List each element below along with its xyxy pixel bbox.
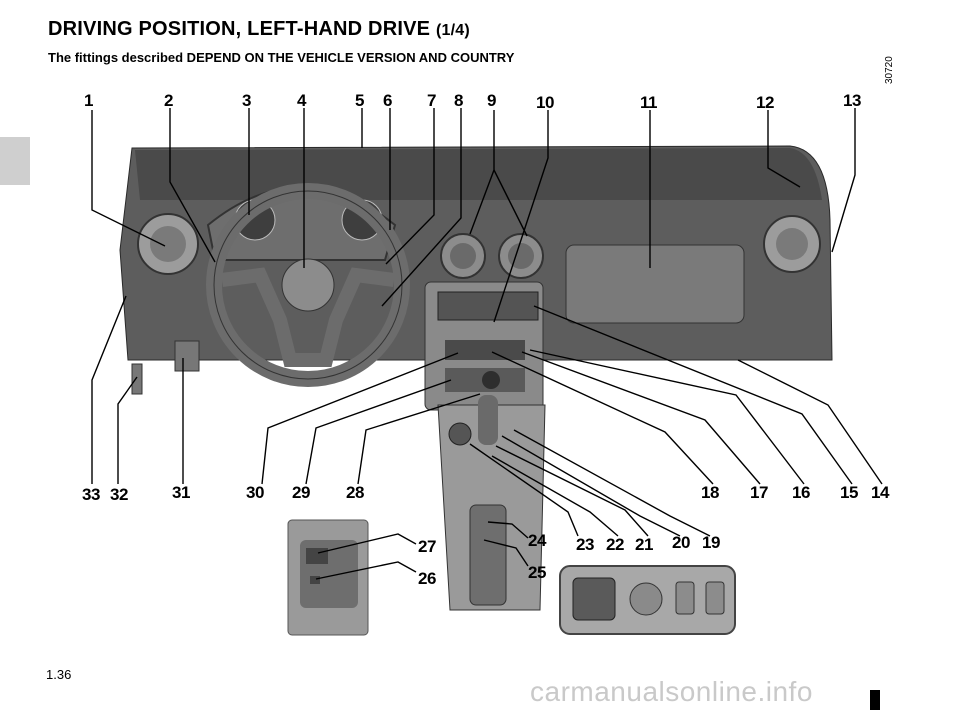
corner-mark <box>870 690 880 710</box>
callout-5: 5 <box>355 91 364 110</box>
radio-unit <box>437 291 539 321</box>
callout-10: 10 <box>536 93 554 112</box>
callout-30: 30 <box>246 483 264 502</box>
callout-23: 23 <box>576 535 594 554</box>
callout-1: 1 <box>84 91 93 110</box>
callout-27: 27 <box>418 537 436 556</box>
page-title: DRIVING POSITION, LEFT-HAND DRIVE (1/4) <box>48 18 470 41</box>
callout-24: 24 <box>528 531 547 550</box>
callout-7: 7 <box>427 91 436 110</box>
callout-9: 9 <box>487 91 496 110</box>
callout-26: 26 <box>418 569 436 588</box>
callout-25: 25 <box>528 563 546 582</box>
leader-lines <box>91 108 883 580</box>
callout-8: 8 <box>454 91 463 110</box>
callout-31: 31 <box>172 483 190 502</box>
callout-4: 4 <box>297 91 307 110</box>
callout-3: 3 <box>242 91 251 110</box>
page-subtitle: The fittings described DEPEND ON THE VEH… <box>48 50 515 65</box>
steering-hub <box>281 258 335 312</box>
callout-numbers: 1 2 3 4 5 6 7 8 9 10 11 12 13 14 15 16 1… <box>82 91 890 588</box>
callout-2: 2 <box>164 91 173 110</box>
section-tab <box>0 137 30 185</box>
callout-22: 22 <box>606 535 624 554</box>
callout-14: 14 <box>871 483 890 502</box>
callout-16: 16 <box>792 483 810 502</box>
callout-21: 21 <box>635 535 653 554</box>
callout-11: 11 <box>640 93 657 112</box>
callout-18: 18 <box>701 483 719 502</box>
callout-15: 15 <box>840 483 858 502</box>
callout-12: 12 <box>756 93 774 112</box>
dashboard-top-panel <box>135 148 822 200</box>
callout-33: 33 <box>82 485 100 504</box>
callout-6: 6 <box>383 91 392 110</box>
callout-20: 20 <box>672 533 690 552</box>
figure-reference: 30720 <box>884 56 895 84</box>
glovebox <box>565 244 745 324</box>
callout-28: 28 <box>346 483 364 502</box>
page-number: 1.36 <box>46 667 72 682</box>
callout-29: 29 <box>292 483 310 502</box>
callout-32: 32 <box>110 485 128 504</box>
callout-17: 17 <box>750 483 768 502</box>
callout-13: 13 <box>843 91 861 110</box>
callout-19: 19 <box>702 533 720 552</box>
watermark: carmanualsonline.info <box>530 676 813 707</box>
title-part: (1/4) <box>435 22 470 39</box>
title-text: DRIVING POSITION, LEFT-HAND DRIVE <box>48 18 431 40</box>
handbrake-slot <box>469 504 507 606</box>
